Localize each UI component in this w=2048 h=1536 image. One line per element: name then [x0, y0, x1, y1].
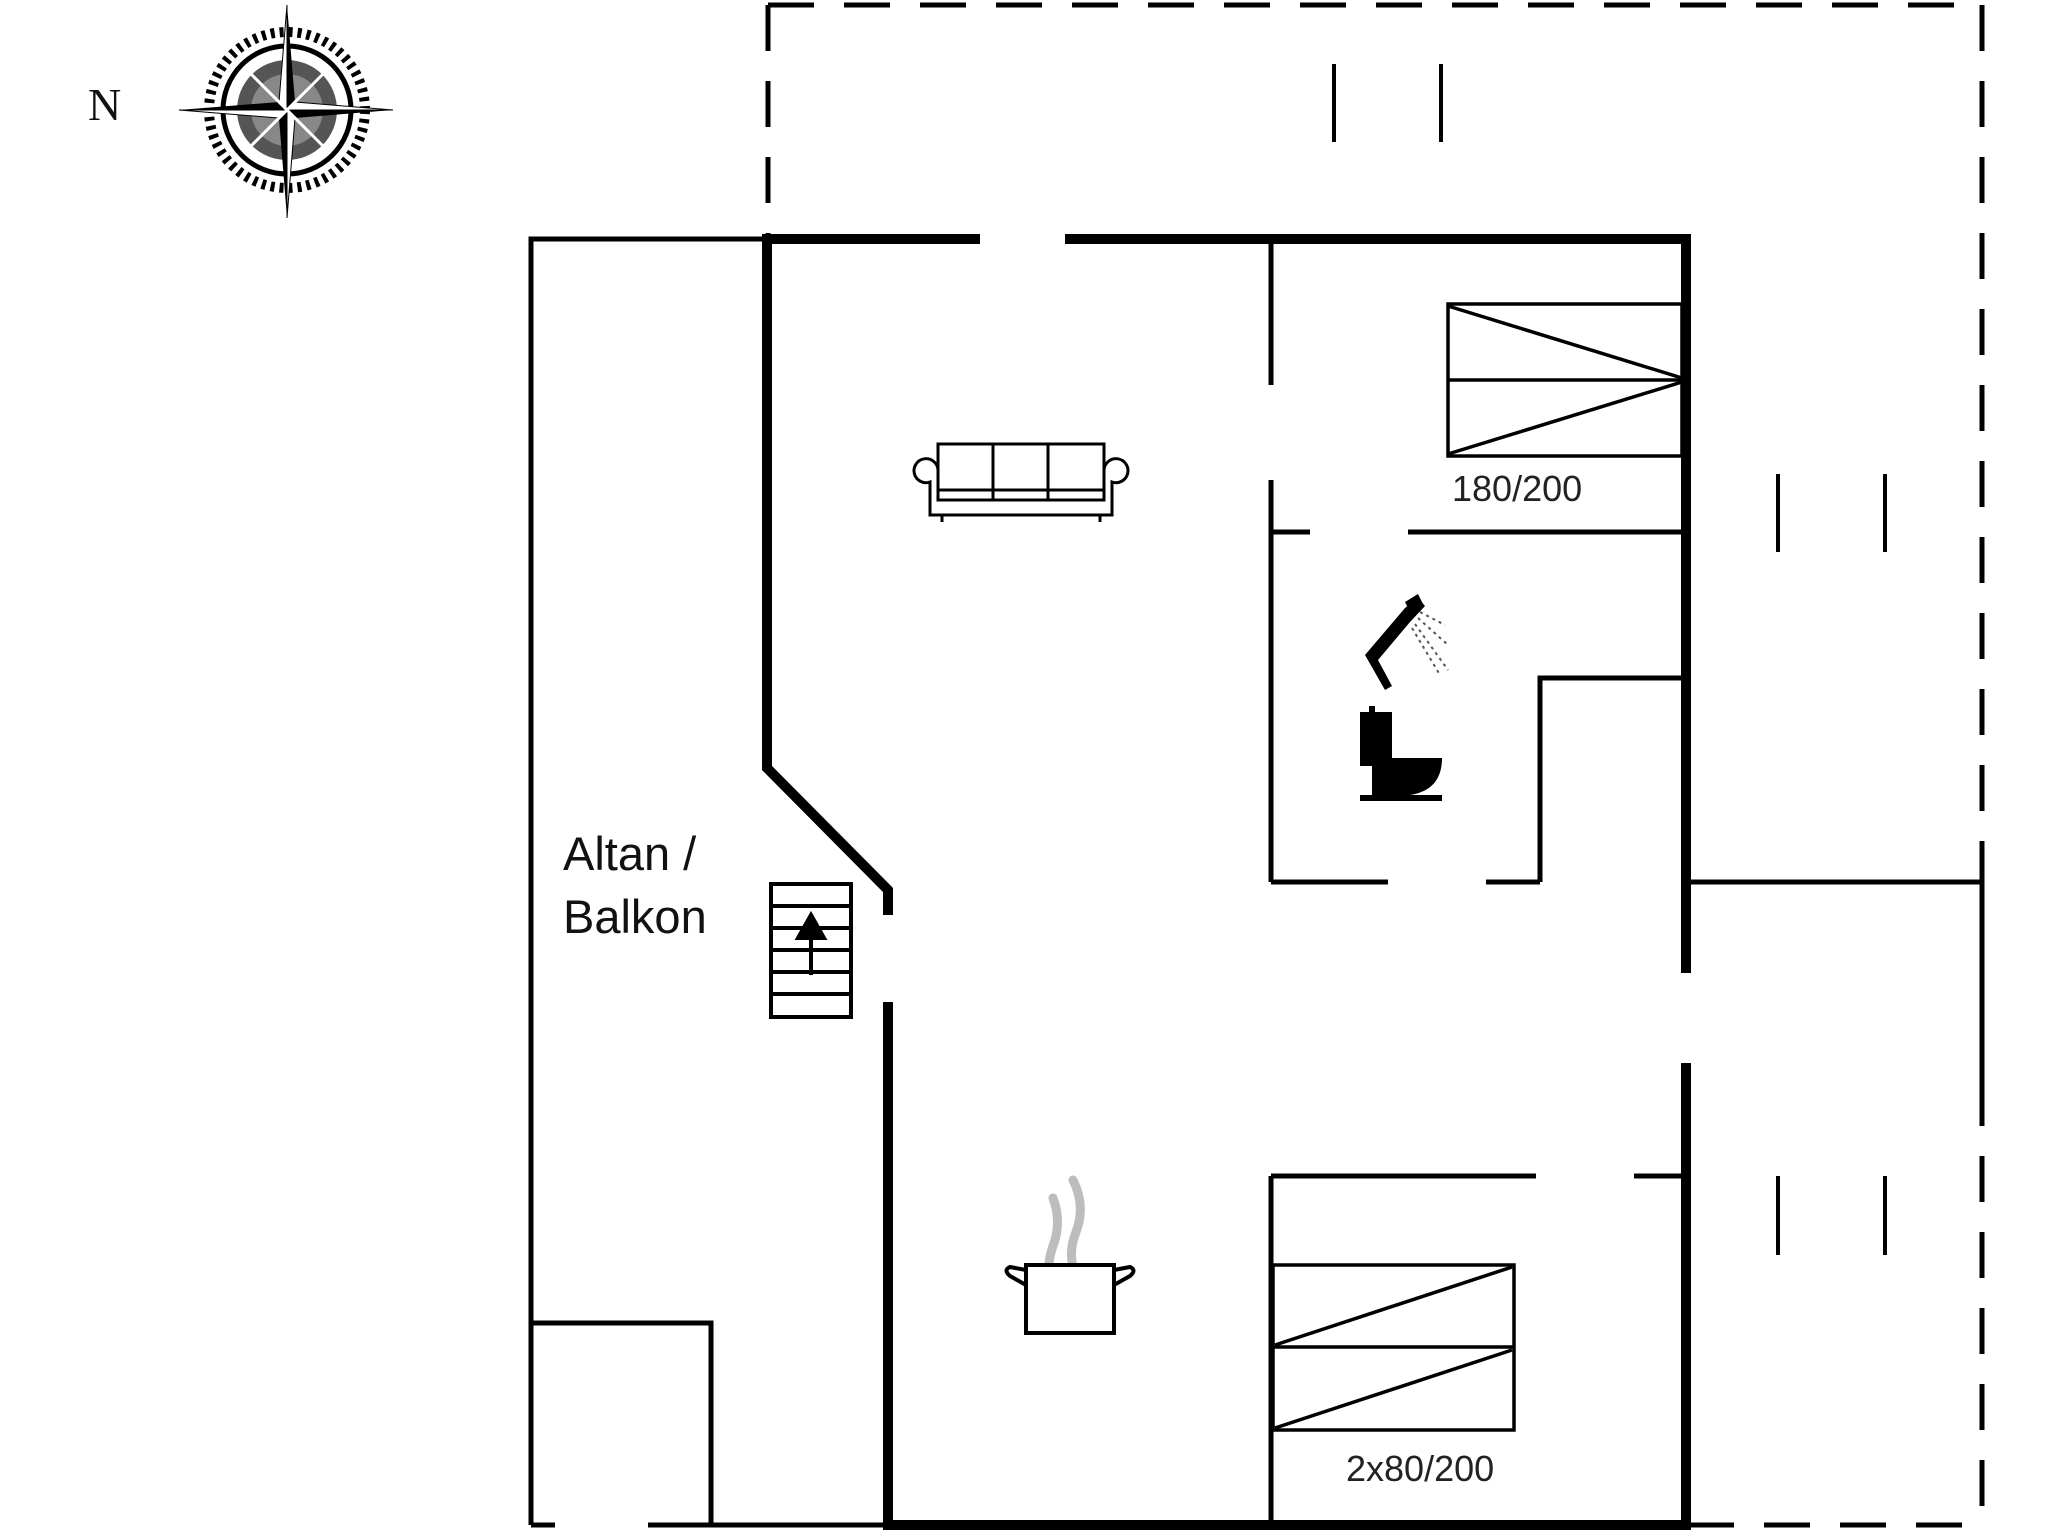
twin-beds-icon	[1271, 1263, 1516, 1432]
balcony-label: Altan / Balkon	[563, 822, 707, 948]
exterior-walls	[762, 234, 1691, 1530]
double-bed-icon	[1446, 302, 1684, 458]
north-label: N	[88, 79, 122, 130]
cooking-pot-icon	[1004, 1175, 1136, 1335]
balcony-label-line1: Altan /	[563, 827, 697, 880]
terrace-markers	[1332, 64, 1887, 1255]
bed-size-label-bedroom-2: 2x80/200	[1346, 1448, 1495, 1489]
terrace-outline-dashed	[531, 2, 1985, 1528]
toilet-icon	[1360, 706, 1442, 801]
balcony-walls	[528, 236, 1985, 1528]
stairs-up-icon	[769, 882, 853, 1019]
compass-rose-icon	[178, 4, 394, 219]
balcony-label-line2: Balkon	[563, 890, 707, 943]
interior-walls	[1268, 239, 1683, 1525]
bed-size-label-bedroom-1: 180/200	[1452, 468, 1583, 509]
sofa-icon	[912, 442, 1130, 522]
shower-icon	[1365, 594, 1449, 690]
